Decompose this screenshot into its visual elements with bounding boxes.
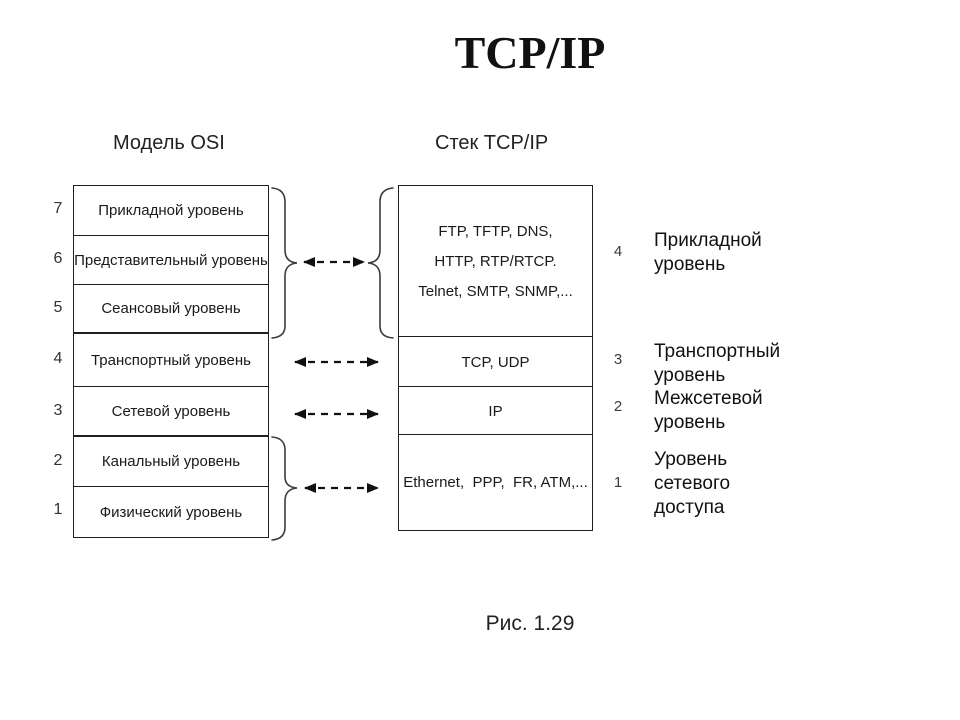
tcpip-internet-protocols: IP — [488, 402, 503, 420]
label-line: Уровень — [654, 449, 728, 470]
tcpip-application-protocols-line-3: Telnet, SMTP, SNMP,... — [418, 283, 573, 300]
label-line: уровень — [654, 254, 726, 275]
tcpip-transport-box: TCP, UDP — [398, 336, 593, 388]
osi-layer-number-6: 6 — [53, 250, 63, 267]
tcpip-application-protocols-line-1: FTP, TFTP, DNS, — [438, 223, 553, 240]
brace-osi-lower-layers-icon — [271, 436, 298, 541]
label-line: сетевого — [654, 473, 731, 494]
osi-layer-number-1: 1 — [53, 501, 63, 518]
osi-layer-number-4: 4 — [53, 350, 63, 367]
tcpip-layer-number-1: 1 — [613, 474, 623, 491]
label-line: доступа — [654, 497, 725, 518]
osi-layer-number-3: 3 — [53, 402, 63, 419]
label-line: уровень — [654, 365, 726, 386]
tcpip-layer-label-application: Прикладной уровень — [654, 229, 762, 277]
figure-caption: Рис. 1.29 — [485, 612, 575, 635]
label-line: Прикладной — [654, 230, 762, 251]
osi-layer-physical: Физический уровень — [99, 503, 243, 521]
tcpip-internet-box: IP — [398, 386, 593, 436]
osi-column-header: Модель OSI — [113, 132, 225, 154]
brace-tcpip-application-icon — [367, 187, 394, 339]
tcpip-layer-label-network-access: Уровень сетевого доступа — [654, 448, 730, 520]
label-line: Транспортный — [654, 341, 781, 362]
osi-layer-number-5: 5 — [53, 299, 63, 316]
tcpip-layer-label-internet: Межсетевой уровень — [654, 387, 763, 435]
osi-layer-number-2: 2 — [53, 452, 63, 469]
label-line: уровень — [654, 412, 726, 433]
tcpip-layer-number-2: 2 — [613, 398, 623, 415]
tcpip-network-access-protocols: Ethernet, PPP, FR, ATM,... — [403, 474, 588, 491]
osi-layer-network: Сетевой уровень — [74, 387, 268, 437]
osi-layer-datalink: Канальный уровень — [74, 437, 268, 487]
tcpip-column-header: Стек TCP/IP — [435, 132, 549, 154]
label-line: Межсетевой — [654, 388, 763, 409]
tcpip-transport-protocols: TCP, UDP — [461, 353, 530, 371]
osi-layer-number-7: 7 — [53, 200, 63, 217]
page-title: TCP/IP — [454, 27, 606, 78]
osi-layer-presentation: Представительный уровень — [74, 236, 268, 285]
tcpip-network-access-box: Ethernet, PPP, FR, ATM,... — [398, 434, 593, 531]
osi-model-box: Прикладной уровень Представительный уров… — [73, 185, 269, 538]
tcpip-layer-number-4: 4 — [613, 243, 623, 260]
osi-layer-transport: Транспортный уровень — [74, 334, 268, 387]
osi-layer-application: Прикладной уровень — [74, 186, 268, 236]
tcpip-layer-number-3: 3 — [613, 351, 623, 368]
tcpip-application-protocols-line-2: HTTP, RTP/RTCP. — [434, 253, 557, 270]
tcpip-application-box: FTP, TFTP, DNS, HTTP, RTP/RTCP. Telnet, … — [398, 185, 593, 338]
brace-osi-upper-layers-icon — [271, 187, 298, 339]
tcpip-layer-label-transport: Транспортный уровень — [654, 340, 780, 388]
osi-layer-session: Сеансовый уровень — [74, 285, 268, 334]
